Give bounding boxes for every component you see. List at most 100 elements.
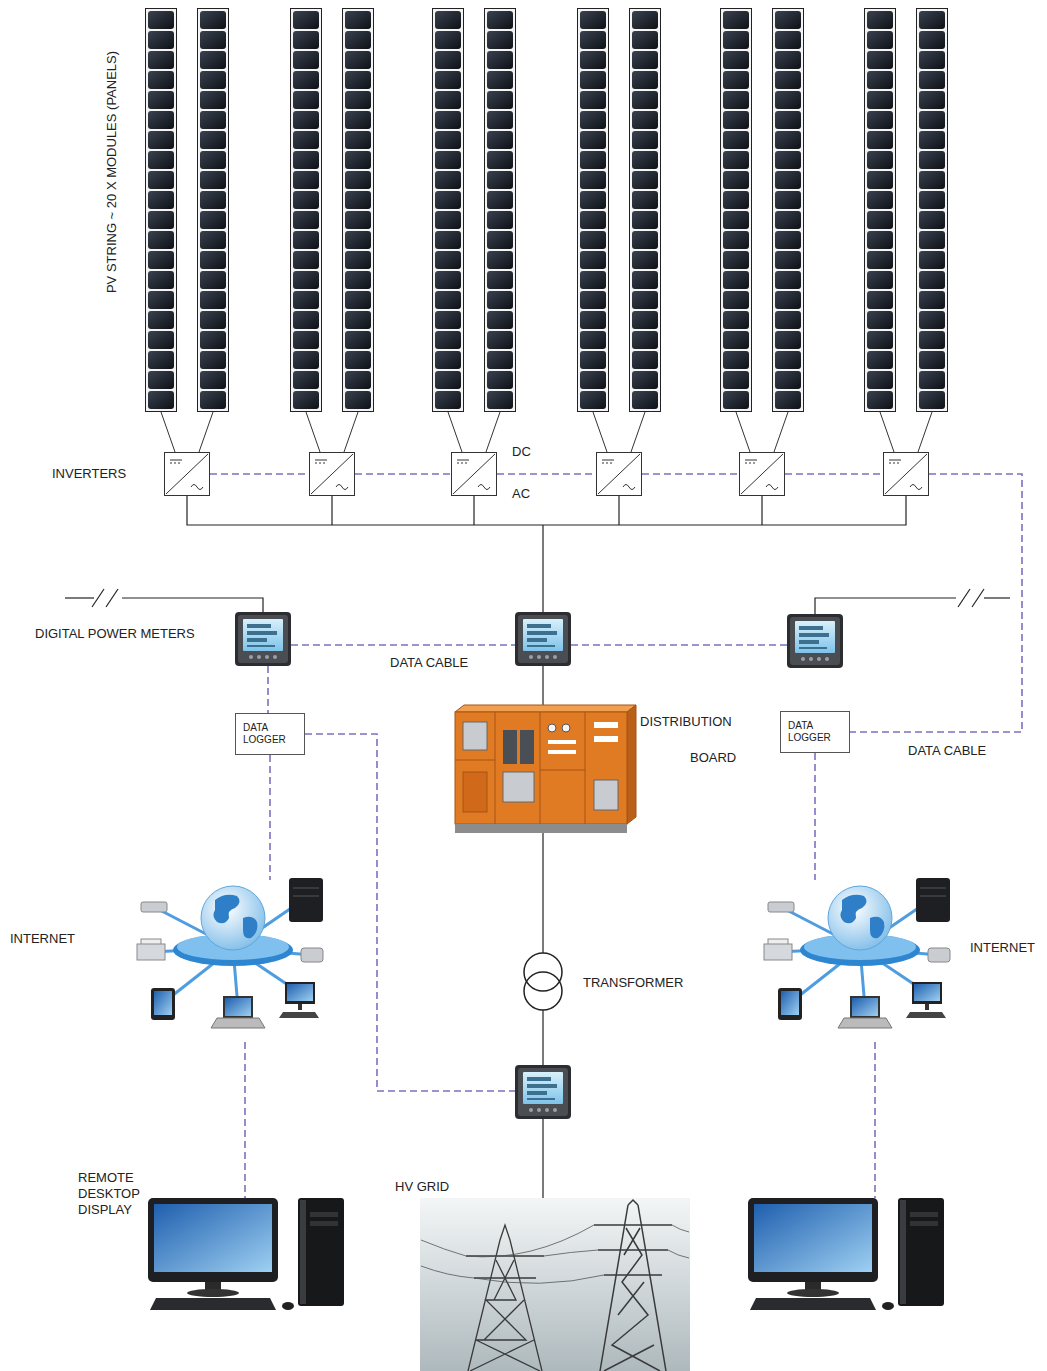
grid-sky xyxy=(420,1198,690,1371)
data-cable xyxy=(269,755,271,880)
component-label: BOARD xyxy=(690,750,736,766)
dc-wire xyxy=(344,412,358,452)
ac-wire xyxy=(618,496,619,525)
ac-wire xyxy=(761,496,762,525)
line-shape xyxy=(585,712,586,824)
data-cable xyxy=(497,473,596,475)
inverter-symbol xyxy=(310,453,355,496)
data-cable xyxy=(291,644,515,646)
data-cable xyxy=(244,1042,246,1198)
data-cable xyxy=(785,473,883,475)
cabinet-doors xyxy=(455,712,585,824)
dc-wire xyxy=(631,412,645,452)
pv-panel xyxy=(865,9,896,412)
dc-wire xyxy=(774,412,788,452)
pylon xyxy=(466,1225,544,1371)
path-shape xyxy=(474,1275,604,1283)
path-shape xyxy=(668,1250,689,1258)
power-lines xyxy=(421,1225,689,1283)
data-cable xyxy=(305,734,515,1091)
internet-pictures xyxy=(137,878,950,1028)
feeder-wire xyxy=(122,598,263,612)
pv-panel xyxy=(146,9,177,412)
pv-panels xyxy=(146,9,948,412)
cabinet-plinth xyxy=(455,824,627,833)
break-mark xyxy=(106,589,118,607)
cabinet-top xyxy=(455,705,636,712)
internet-picture xyxy=(137,878,323,1028)
inverter-symbol xyxy=(884,453,929,496)
pv-panel xyxy=(291,9,322,412)
pv-panel xyxy=(630,9,661,412)
line-shape xyxy=(540,712,541,824)
data-logger-box: DATA LOGGER xyxy=(235,713,305,755)
pv-panel xyxy=(578,9,609,412)
power-meters xyxy=(235,612,843,1119)
inverter-symbol xyxy=(740,453,785,496)
cabinet-gauge xyxy=(562,724,570,732)
data-cable xyxy=(850,474,1022,732)
component-label: TRANSFORMER xyxy=(583,975,683,991)
pv-panel xyxy=(485,9,516,412)
cabinet-switch xyxy=(548,750,576,754)
dc-wire xyxy=(199,412,213,452)
pv-panel xyxy=(721,9,752,412)
ac-wire xyxy=(473,496,474,525)
pv-panel xyxy=(773,9,804,412)
ac-wire xyxy=(542,666,543,706)
feeder-wire xyxy=(984,597,1010,598)
component-label: DISTRIBUTION xyxy=(640,714,732,730)
cable-label: DATA CABLE xyxy=(908,743,986,759)
cabinet-panel xyxy=(463,772,487,812)
line-shape xyxy=(495,712,496,824)
component-label: INVERTERS xyxy=(52,466,126,482)
cabinet-panel xyxy=(503,730,517,764)
dc-wire xyxy=(593,412,607,452)
ac-wire xyxy=(542,833,543,953)
hv-grid-picture xyxy=(420,1198,690,1371)
inverter-symbol xyxy=(452,453,497,496)
path-shape xyxy=(544,1250,598,1256)
dc-wires xyxy=(161,412,932,452)
ac-wire xyxy=(331,496,332,525)
component-label: HV GRID xyxy=(395,1179,449,1195)
component-label: INTERNET xyxy=(10,931,75,947)
ac-wiring xyxy=(65,496,1010,1198)
distribution-board-picture xyxy=(455,705,636,833)
data-logger-box: DATA LOGGER xyxy=(780,711,850,753)
power-meter xyxy=(787,614,843,668)
pv-panel xyxy=(917,9,948,412)
cabinet-panel xyxy=(594,780,618,810)
pylon xyxy=(594,1200,672,1371)
string-label: PV STRING ~ 20 X MODULES (PANELS) xyxy=(104,51,120,293)
cabinet-panel xyxy=(503,772,534,802)
cabinet-switch xyxy=(548,740,576,744)
data-cable xyxy=(874,1042,876,1198)
internet-picture xyxy=(764,878,950,1028)
break-mark xyxy=(958,589,970,607)
cabinet-switch xyxy=(594,736,618,742)
dc-wire xyxy=(306,412,320,452)
pv-panel xyxy=(343,9,374,412)
node-text: DATA LOGGER xyxy=(788,720,842,744)
dc-wire xyxy=(448,412,462,452)
ac-bus xyxy=(187,496,906,525)
path-shape xyxy=(421,1240,466,1256)
cabinet-panel xyxy=(463,722,487,750)
cabinet-gauge xyxy=(548,724,556,732)
path-shape xyxy=(672,1225,689,1232)
cabinet-switch xyxy=(594,722,618,728)
data-cable xyxy=(814,753,816,880)
ac-label: AC xyxy=(512,486,530,502)
dc-wire xyxy=(161,412,175,452)
ac-wire xyxy=(542,1119,543,1198)
cabinet-panel xyxy=(520,730,534,764)
desktop-computer xyxy=(148,1198,344,1310)
break-mark xyxy=(972,589,984,607)
ac-wire xyxy=(542,1010,543,1065)
path-shape xyxy=(421,1266,474,1278)
line-shape xyxy=(540,770,585,771)
